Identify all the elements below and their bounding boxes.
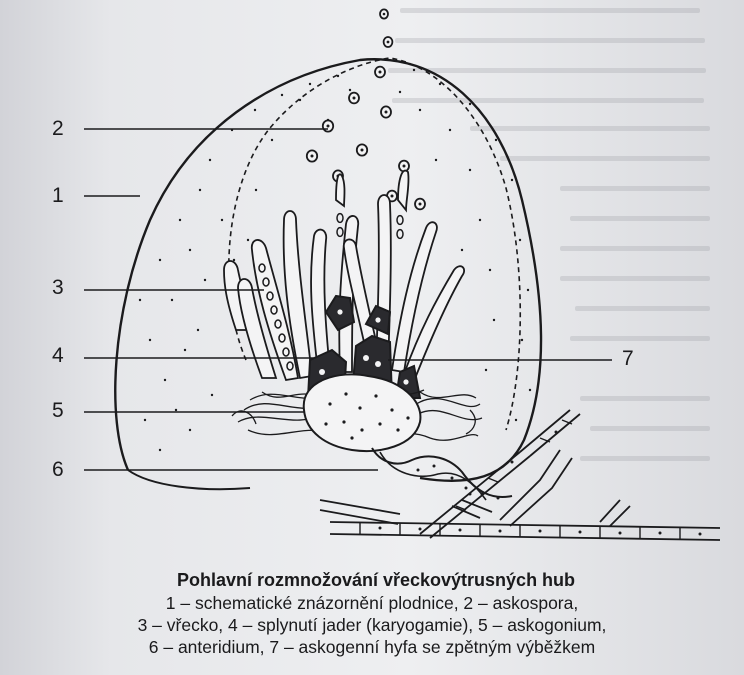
label-4: 4 [52, 344, 64, 368]
caption-line-1: 1 – schematické znázornění plodnice, 2 –… [0, 592, 744, 614]
label-3: 3 [52, 276, 64, 300]
figure-caption: Pohlavní rozmnožování vřeckovýtrusných h… [0, 568, 744, 658]
caption-line-2: 3 – vřecko, 4 – splynutí jader (karyogam… [0, 614, 744, 636]
label-6: 6 [52, 458, 64, 482]
label-2: 2 [52, 117, 64, 141]
caption-title: Pohlavní rozmnožování vřeckovýtrusných h… [8, 568, 744, 592]
asci [224, 171, 464, 380]
caption-line-3: 6 – anteridium, 7 – askogenní hyfa se zp… [0, 636, 744, 658]
ascocarp-outline-base [128, 470, 250, 489]
ascocarp-diagram [0, 0, 744, 560]
label-7: 7 [622, 347, 634, 371]
label-1: 1 [52, 184, 64, 208]
label-5: 5 [52, 399, 64, 423]
